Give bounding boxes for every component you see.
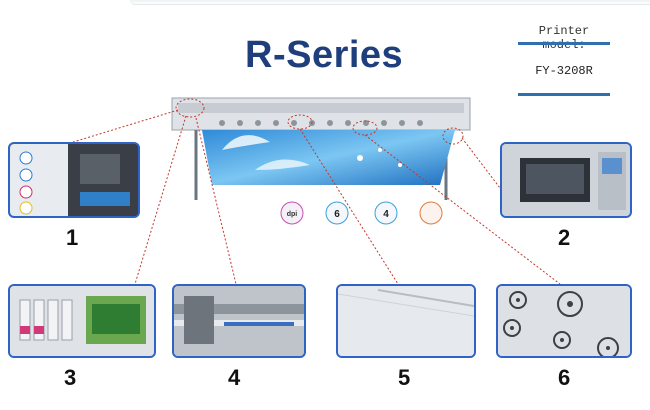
six-color-badge [325,201,349,225]
feature-thumbnail-3[interactable] [8,284,156,358]
model-divider-bottom [518,93,610,96]
feature-number-3: 3 [64,365,77,390]
feature-number-1: 1 [66,225,79,250]
carriage-rail-illustration [174,286,304,356]
feature-thumbnail-2[interactable] [500,142,632,218]
four-color-badge [374,201,398,225]
feature-number-4: 4 [228,365,241,390]
model-divider-top [518,42,610,45]
feature-thumbnail-5[interactable] [336,284,476,358]
printer-body [171,97,471,131]
dpi-badge [280,201,304,225]
ink-station-illustration [10,144,138,216]
svg-text:6: 6 [334,209,340,220]
model-label: Printer model: [538,24,590,52]
cooling-fans-illustration [498,286,630,356]
control-panel-illustration [502,144,630,216]
feature-number-6: 6 [558,365,571,390]
feature-number-2: 2 [558,225,571,250]
page-title: R-Series [245,34,404,76]
feature-number-5: 5 [398,365,411,390]
feature-thumbnail-4[interactable] [172,284,306,358]
model-info: Printer model: FY-3208R [518,24,610,96]
feature-thumbnail-1[interactable] [8,142,140,218]
top-strip [130,0,650,5]
speed-badge [419,201,443,225]
printer-carriage [178,103,464,113]
svg-text:dpi: dpi [287,211,298,218]
model-value: FY-3208R [535,64,593,78]
printed-media [202,130,455,185]
feature-thumbnail-6[interactable] [496,284,632,358]
printhead-illustration [10,286,154,356]
leader-lines [69,109,561,285]
platen-illustration [338,286,474,356]
svg-text:4: 4 [383,209,389,220]
